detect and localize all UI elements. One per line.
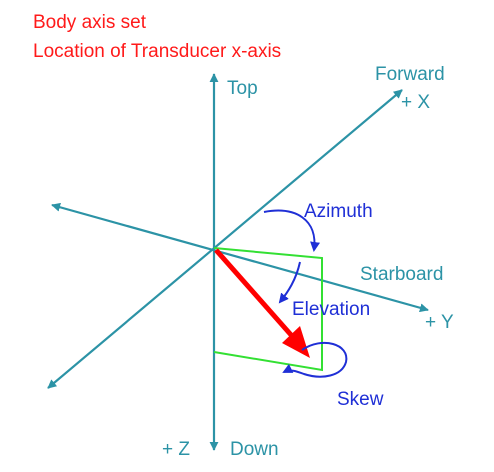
y-axis-starboard [51, 202, 429, 313]
label-down: Down [230, 439, 279, 460]
azimuth-rotation-arrow [263, 209, 321, 252]
label-azimuth: Azimuth [304, 201, 373, 222]
transducer-vector [214, 248, 294, 338]
label-top: Top [227, 78, 258, 99]
elevation-rotation-arrow [278, 261, 301, 304]
label-plus-z: + Z [162, 439, 190, 460]
title-line-2: Location of Transducer x-axis [33, 41, 281, 62]
projection-box [213, 247, 323, 372]
title-line-1: Body axis set [33, 12, 147, 33]
label-elevation: Elevation [292, 299, 370, 320]
label-plus-x: + X [401, 92, 430, 113]
label-skew: Skew [337, 389, 384, 410]
label-plus-y: + Y [425, 312, 454, 333]
label-starboard: Starboard [360, 264, 443, 285]
skew-rotation-arrow [282, 341, 348, 378]
x-axis-forward [47, 89, 403, 389]
label-forward: Forward [375, 64, 445, 85]
